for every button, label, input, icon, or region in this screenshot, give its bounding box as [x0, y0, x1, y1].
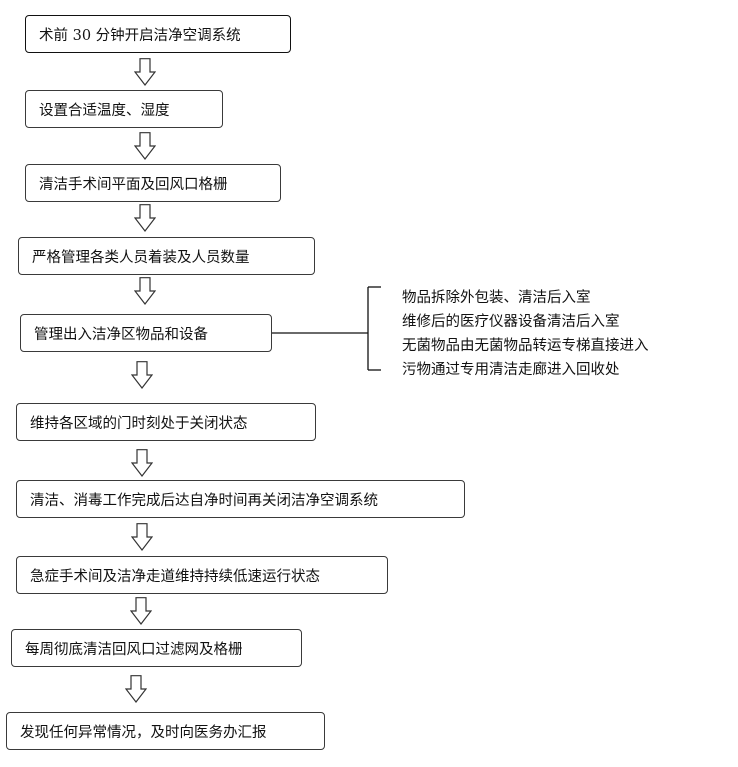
- down-arrow-6: [131, 449, 153, 477]
- branch-item-2: 维修后的医疗仪器设备清洁后入室: [402, 314, 620, 330]
- down-arrow-7: [131, 523, 153, 551]
- step-1-box: 术前 30 分钟开启洁净空调系统: [25, 15, 291, 53]
- down-arrow-8: [130, 597, 152, 625]
- down-arrow-5: [131, 361, 153, 389]
- down-arrow-4: [134, 277, 156, 305]
- step-3-label: 清洁手术间平面及回风口格栅: [39, 176, 228, 193]
- step-4-box: 严格管理各类人员着装及人员数量: [18, 237, 315, 275]
- step-8-box: 急症手术间及洁净走道维持持续低速运行状态: [16, 556, 388, 594]
- step-7-box: 清洁、消毒工作完成后达自净时间再关闭洁净空调系统: [16, 480, 465, 518]
- step-7-label: 清洁、消毒工作完成后达自净时间再关闭洁净空调系统: [30, 492, 378, 509]
- step-8-label: 急症手术间及洁净走道维持持续低速运行状态: [30, 568, 320, 585]
- step-2-label: 设置合适温度、湿度: [39, 102, 170, 119]
- down-arrow-1: [134, 58, 156, 86]
- step-5-label: 管理出入洁净区物品和设备: [34, 326, 208, 343]
- down-arrow-3: [134, 204, 156, 232]
- step-6-box: 维持各区域的门时刻处于关闭状态: [16, 403, 316, 441]
- step-3-box: 清洁手术间平面及回风口格栅: [25, 164, 281, 202]
- branch-item-4: 污物通过专用清洁走廊进入回收处: [402, 362, 620, 378]
- branch-item-1: 物品拆除外包装、清洁后入室: [402, 290, 591, 306]
- step-1-label: 术前 30 分钟开启洁净空调系统: [39, 27, 241, 44]
- step-9-label: 每周彻底清洁回风口过滤网及格栅: [25, 641, 243, 658]
- step-10-box: 发现任何异常情况，及时向医务办汇报: [6, 712, 325, 750]
- step-6-label: 维持各区域的门时刻处于关闭状态: [30, 415, 248, 432]
- step-9-box: 每周彻底清洁回风口过滤网及格栅: [11, 629, 302, 667]
- step-5-box: 管理出入洁净区物品和设备: [20, 314, 272, 352]
- down-arrow-2: [134, 132, 156, 160]
- step-10-label: 发现任何异常情况，及时向医务办汇报: [20, 724, 267, 741]
- step-2-box: 设置合适温度、湿度: [25, 90, 223, 128]
- step-4-label: 严格管理各类人员着装及人员数量: [32, 249, 250, 266]
- branch-item-3: 无菌物品由无菌物品转运专梯直接进入: [402, 338, 649, 354]
- down-arrow-9: [125, 675, 147, 703]
